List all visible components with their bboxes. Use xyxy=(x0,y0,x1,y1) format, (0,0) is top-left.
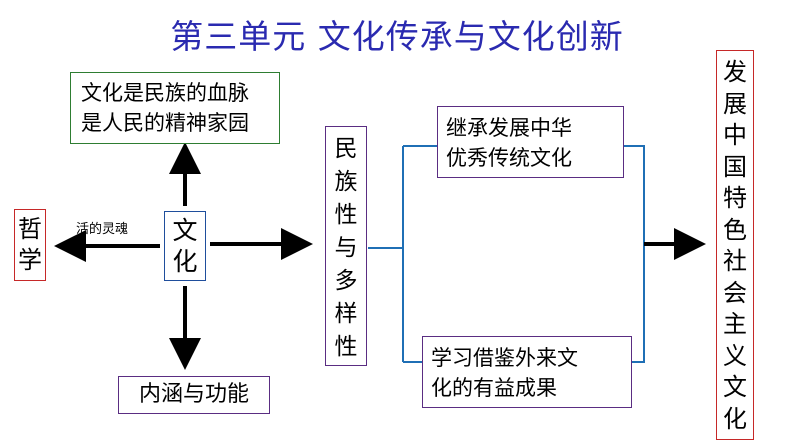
learn-line2: 化的有益成果 xyxy=(431,376,557,400)
learn-box: 学习借鉴外来文 化的有益成果 xyxy=(422,336,632,408)
page-title: 第三单元 文化传承与文化创新 xyxy=(170,17,624,56)
learn-line1: 学习借鉴外来文 xyxy=(431,346,578,370)
culture-definition-line2: 是人民的精神家园 xyxy=(81,111,249,135)
philosophy-box: 哲学 xyxy=(14,209,46,281)
inherit-line1: 继承发展中华 xyxy=(446,116,572,140)
connotation-box: 内涵与功能 xyxy=(118,376,270,414)
goal-box: 发展中国特色社会主义文化 xyxy=(716,50,754,440)
culture-definition-box: 文化是民族的血脉 是人民的精神家园 xyxy=(70,72,280,144)
inherit-box: 继承发展中华 优秀传统文化 xyxy=(437,106,624,178)
soul-label: 活的灵魂 xyxy=(76,222,129,237)
culture-box: 文化 xyxy=(164,211,206,281)
inherit-line2: 优秀传统文化 xyxy=(446,146,572,170)
bracket-right xyxy=(624,145,645,363)
diversity-box: 民族性与多样性 xyxy=(325,126,367,366)
culture-definition-line1: 文化是民族的血脉 xyxy=(81,81,249,105)
